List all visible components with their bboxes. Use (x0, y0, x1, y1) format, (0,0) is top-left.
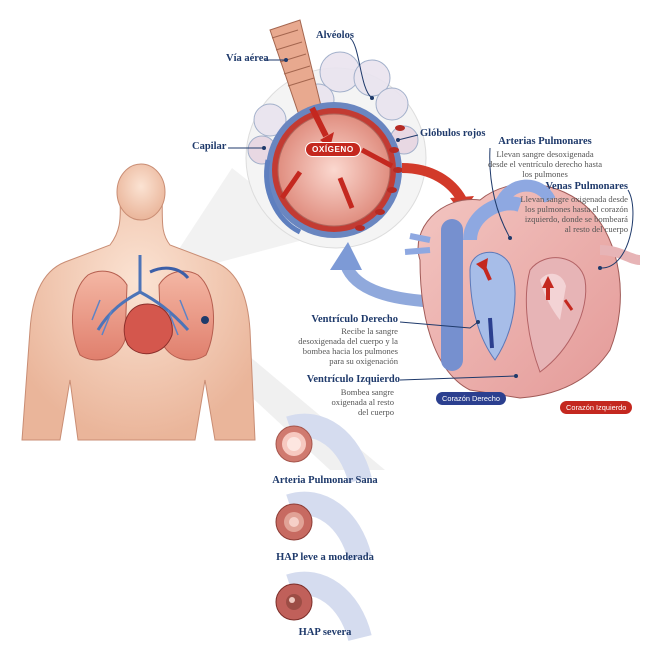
label-globulos-rojos: Glóbulos rojos (420, 128, 486, 139)
badge-corazon-izquierdo: Corazón Izquierdo (560, 401, 633, 414)
alveolus-magnifier (245, 19, 427, 249)
label-via-aerea: Vía aérea (226, 53, 269, 64)
oxygenated-flow-arrow (401, 163, 467, 203)
pointer-dots (262, 58, 602, 378)
artery-severe-phn (275, 571, 372, 642)
label-venas-pulmonares-title: Venas Pulmonares (545, 181, 628, 192)
heart-cross-section (404, 179, 641, 399)
label-ventriculo-izquierdo-title: Ventrículo Izquierdo (306, 374, 400, 385)
label-ventriculo-derecho-desc: Recibe la sangre desoxigenada del cuerpo… (298, 326, 398, 366)
badge-corazon-derecho: Corazón Derecho (436, 392, 506, 405)
label-pointers (228, 37, 634, 381)
label-ventriculo-izquierdo-desc: Bombea sangre oxigenada al resto del cue… (331, 387, 394, 417)
label-ventriculo-derecho-title: Ventrículo Derecho (311, 314, 398, 325)
label-hap-leve: HAP leve a moderada (276, 552, 374, 563)
label-venas-pulmonares-desc: Llevan sangre oxigenada desde los pulmon… (520, 194, 628, 234)
label-arterias-pulmonares-title: Arterias Pulmonares (498, 136, 592, 147)
artery-healthy (275, 413, 372, 484)
human-torso (21, 163, 256, 441)
label-arterias-pulmonares-desc: Llevan sangre desoxigenada desde el vent… (487, 149, 603, 179)
label-hap-severa: HAP severa (298, 627, 352, 638)
label-arteria-sana: Arteria Pulmonar Sana (272, 475, 378, 486)
label-oxigeno: OXÍGENO (305, 142, 361, 157)
artery-mild-phn (275, 491, 372, 562)
label-alveolos: Alvéolos (316, 30, 354, 41)
label-capilar: Capilar (192, 141, 227, 152)
